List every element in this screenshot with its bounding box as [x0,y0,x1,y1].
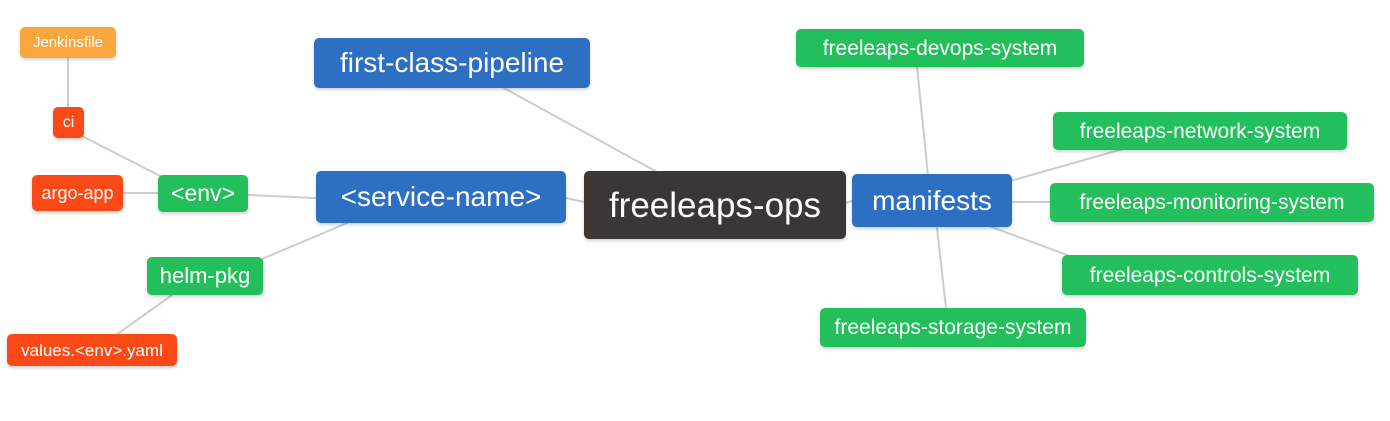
node-jenkinsfile[interactable]: Jenkinsfile [20,27,116,58]
node-network-system[interactable]: freeleaps-network-system [1053,112,1347,150]
edge-manifests-storage-system [936,227,947,309]
node-monitoring-system[interactable]: freeleaps-monitoring-system [1050,183,1374,222]
edge-service-name-helm-pkg [261,222,348,260]
node-storage-system[interactable]: freeleaps-storage-system [820,308,1086,347]
edge-first-class-pipeline-root [503,87,658,173]
node-root-freeleaps-ops[interactable]: freeleaps-ops [584,171,846,239]
node-argo-app[interactable]: argo-app [32,175,123,211]
node-ci[interactable]: ci [53,107,84,138]
node-devops-system[interactable]: freeleaps-devops-system [796,29,1084,67]
edge-ci-env [79,134,167,180]
edge-manifests-controls-system [985,224,1071,257]
node-values-env-yaml[interactable]: values.<env>.yaml [7,334,177,366]
edge-manifests-network-system [1009,148,1124,182]
edge-env-service-name [247,194,317,199]
node-helm-pkg[interactable]: helm-pkg [147,257,263,295]
node-controls-system[interactable]: freeleaps-controls-system [1062,255,1358,295]
node-first-class-pipeline[interactable]: first-class-pipeline [314,38,590,88]
node-env[interactable]: <env> [158,175,248,212]
node-manifests[interactable]: manifests [852,174,1012,227]
edge-manifests-devops-system [916,66,929,176]
edge-service-name-root [565,197,585,203]
edge-helm-pkg-values-yaml [115,294,173,336]
edge-root-manifests [845,200,853,204]
node-service-name[interactable]: <service-name> [316,171,566,223]
